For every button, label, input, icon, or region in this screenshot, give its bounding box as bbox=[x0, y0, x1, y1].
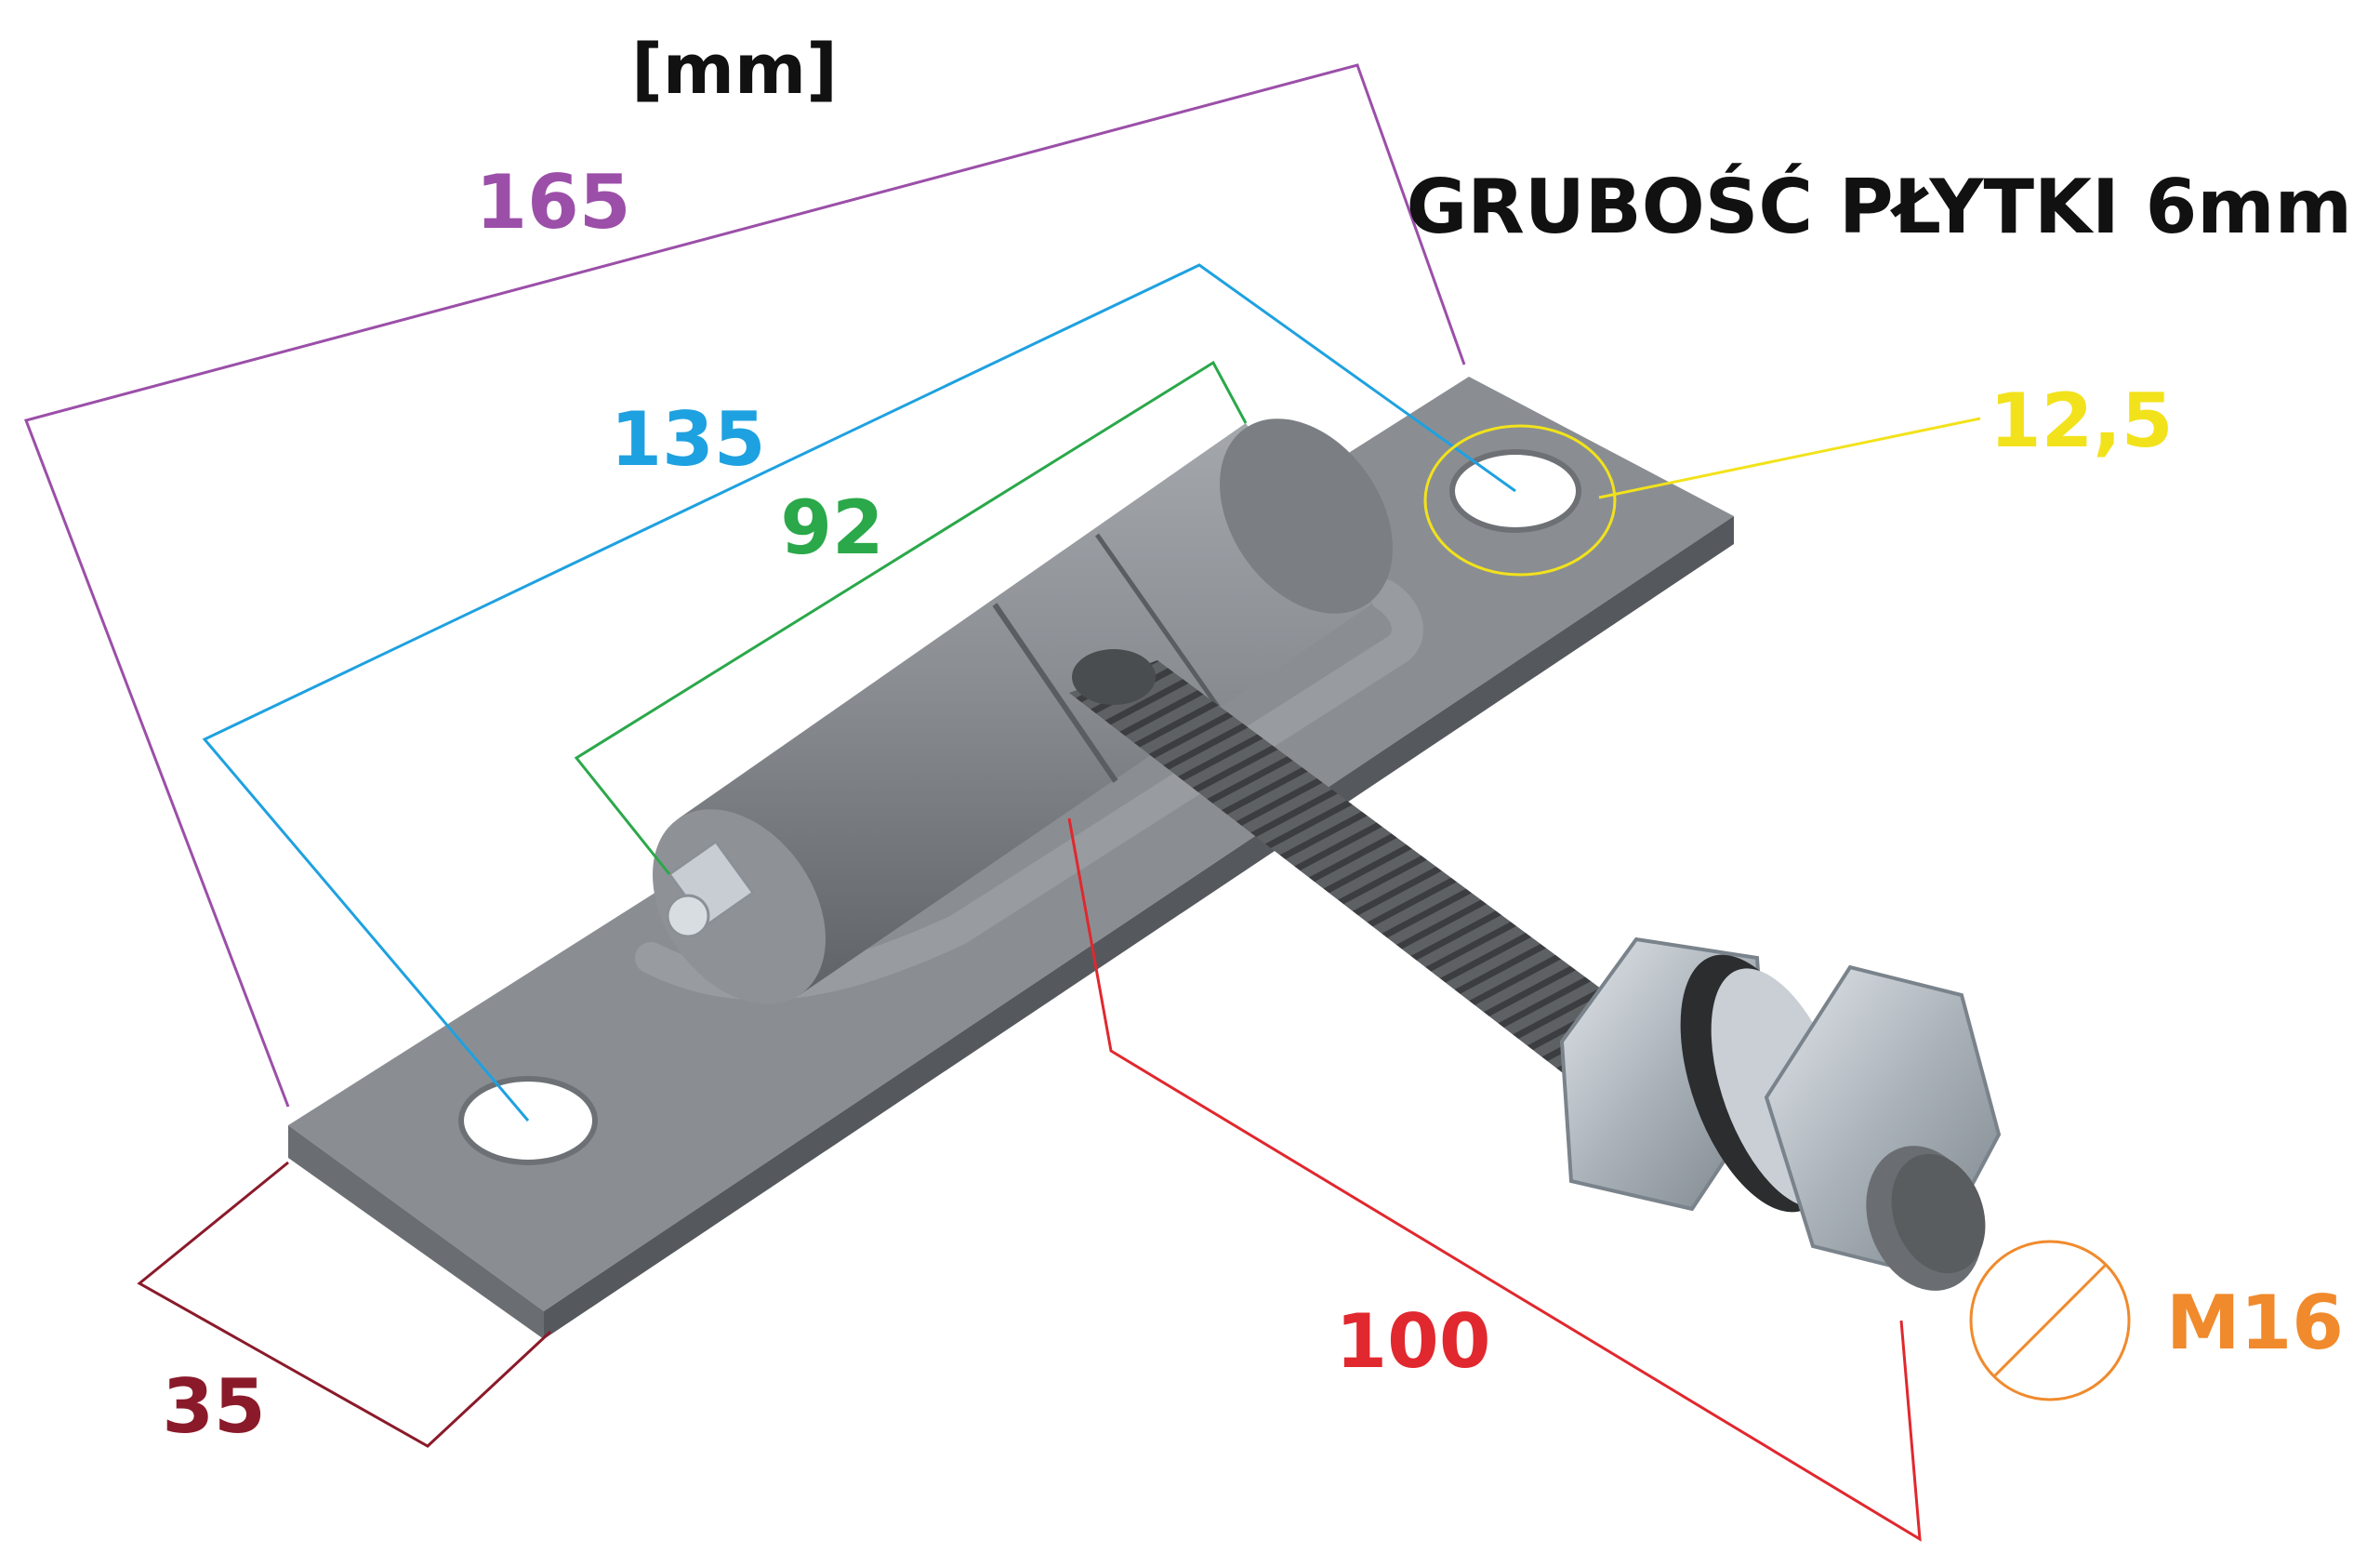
grease-nipple bbox=[666, 839, 756, 938]
bolt-length-label: 100 bbox=[1336, 1298, 1491, 1385]
dimension-overlay bbox=[24, 63, 2131, 1542]
plate-thickness-note: GRUBOŚĆ PŁYTKI 6mm bbox=[1407, 163, 2352, 250]
bolt-length-line bbox=[1067, 817, 1922, 1542]
hole-diameter-leader bbox=[1598, 417, 1981, 499]
thread-size-diagonal bbox=[1992, 1263, 2108, 1378]
thread-size-label: M16 bbox=[2166, 1280, 2344, 1366]
hinge-length-label: 92 bbox=[780, 485, 883, 571]
total-length-label: 165 bbox=[476, 159, 631, 246]
plate-width-line bbox=[137, 1161, 552, 1448]
thread-size-circle bbox=[1969, 1240, 2131, 1401]
hole-spacing-label: 135 bbox=[611, 396, 766, 483]
hole-diameter-label: 12,5 bbox=[1990, 378, 2173, 464]
hinge-barrel bbox=[653, 418, 1393, 1004]
hole-diameter-circle bbox=[1423, 424, 1617, 577]
total-length-line bbox=[24, 63, 1466, 1108]
unit-label: [mm] bbox=[631, 30, 838, 110]
hinge-photo bbox=[288, 377, 2002, 1339]
plate-width-label: 35 bbox=[162, 1363, 265, 1450]
hole-spacing-line bbox=[202, 263, 1516, 1122]
nut-assembly bbox=[1559, 936, 2002, 1291]
hinge-length-line bbox=[574, 360, 1248, 875]
dimension-labels: [mm] GRUBOŚĆ PŁYTKI 6mm 165 135 92 12,5 … bbox=[162, 30, 2352, 1450]
